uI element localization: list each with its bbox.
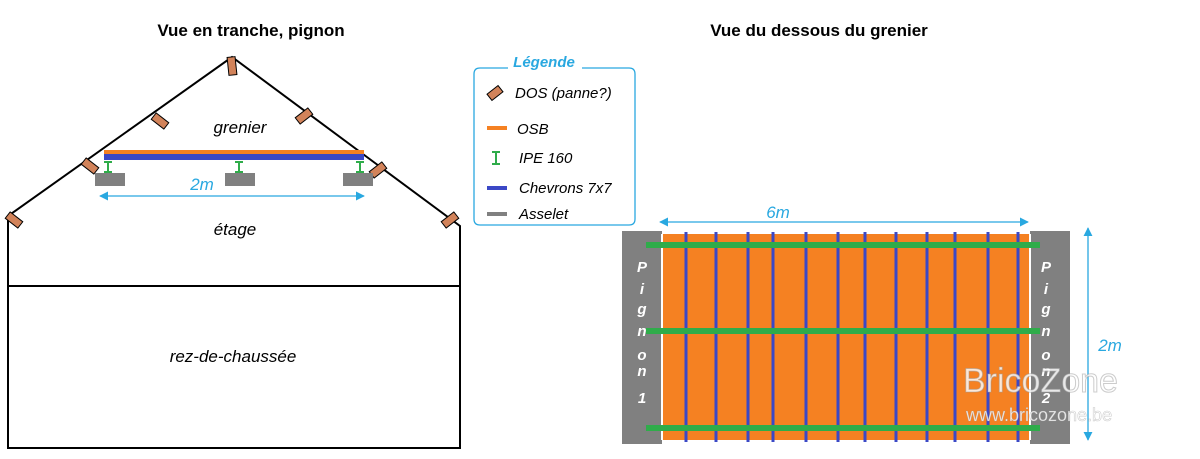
svg-text:g: g <box>636 301 646 318</box>
ipe-right-bottom <box>356 171 364 173</box>
purlin-right-upper <box>294 107 314 125</box>
gable-wall-right <box>1030 231 1070 444</box>
asselet-right <box>343 173 373 186</box>
span-dimension-label: 2m <box>189 175 214 194</box>
osb-board-section <box>104 150 364 154</box>
asselets-section <box>95 173 373 186</box>
legend-ipe-swatch <box>492 151 500 165</box>
legend: Légende DOS (panne?) OSB IPE 160 Chevron… <box>473 54 636 226</box>
legend-osb-swatch <box>487 126 507 130</box>
house-outline <box>7 55 461 449</box>
watermark: BricoZone www.bricozone.be <box>963 362 1119 426</box>
ipe-left-bottom <box>104 171 112 173</box>
svg-text:1: 1 <box>638 390 646 407</box>
osb-floor <box>662 234 1030 440</box>
legend-title: Légende <box>513 54 575 71</box>
ipe-right-top <box>356 161 364 163</box>
ipe-mid-top <box>235 161 243 163</box>
attic-label: grenier <box>214 118 268 137</box>
purlin-left-upper <box>150 112 170 130</box>
ipe-right-web <box>359 163 361 171</box>
legend-ipe-label: IPE 160 <box>519 150 573 167</box>
svg-text:n: n <box>637 323 646 340</box>
floor-label: étage <box>214 220 257 239</box>
ipe-mid-web <box>238 163 240 171</box>
legend-frame <box>473 67 636 226</box>
gable-wall-left <box>622 231 662 444</box>
underside-view-title: Vue du dessous du grenier <box>710 21 928 40</box>
attic-floor-section <box>95 150 373 186</box>
rafters-underside <box>684 232 1020 442</box>
rafter-section <box>104 154 364 160</box>
asselet-mid <box>225 173 255 186</box>
ipe-beams-section <box>104 161 364 173</box>
underside-view: P i g n o n 1 P i g n o n 2 6m 2m <box>622 203 1122 444</box>
ipe-left-top <box>104 161 112 163</box>
purlin-left-lower <box>80 157 100 175</box>
legend-asselet-label: Asselet <box>518 206 569 223</box>
section-view-title: Vue en tranche, pignon <box>157 21 344 40</box>
purlin-ridge <box>226 56 238 76</box>
gable-label-right: P i g n o n 2 <box>1040 259 1052 407</box>
svg-text:n: n <box>1041 363 1050 380</box>
ipe-mid-bottom <box>235 171 243 173</box>
legend-rafter-swatch <box>487 186 507 190</box>
ground-floor-label: rez-de-chaussée <box>170 347 297 366</box>
legend-rafter-label: Chevrons 7x7 <box>519 180 612 197</box>
legend-osb-label: OSB <box>517 121 549 138</box>
svg-text:2: 2 <box>1041 390 1051 407</box>
ipe-beam-top <box>646 242 1040 248</box>
gable-label-left: P i g n o n 1 <box>636 259 648 407</box>
watermark-url: www.bricozone.be <box>965 405 1112 425</box>
svg-text:n: n <box>637 363 646 380</box>
svg-text:P: P <box>637 259 648 276</box>
purlin-right-eave <box>440 211 460 229</box>
svg-text:o: o <box>1041 347 1050 364</box>
asselet-left <box>95 173 125 186</box>
legend-purlin-label: DOS (panne?) <box>515 85 612 102</box>
legend-asselet-swatch <box>487 212 507 216</box>
house-section <box>7 55 461 449</box>
svg-text:i: i <box>1044 281 1049 298</box>
svg-text:o: o <box>637 347 646 364</box>
legend-purlin-swatch <box>486 84 504 102</box>
width-dimension-label: 6m <box>766 203 790 222</box>
purlin-left-eave <box>4 211 24 229</box>
ipe-beams-underside <box>646 242 1040 431</box>
ipe-beam-bottom <box>646 425 1040 431</box>
svg-text:P: P <box>1041 259 1052 276</box>
ipe-beam-middle <box>646 328 1040 334</box>
purlins <box>4 56 460 229</box>
ipe-left-web <box>107 163 109 171</box>
svg-text:g: g <box>1040 301 1050 318</box>
svg-text:i: i <box>640 281 645 298</box>
watermark-brand: BricoZone <box>963 362 1118 400</box>
depth-dimension-label: 2m <box>1097 336 1122 355</box>
svg-text:n: n <box>1041 323 1050 340</box>
